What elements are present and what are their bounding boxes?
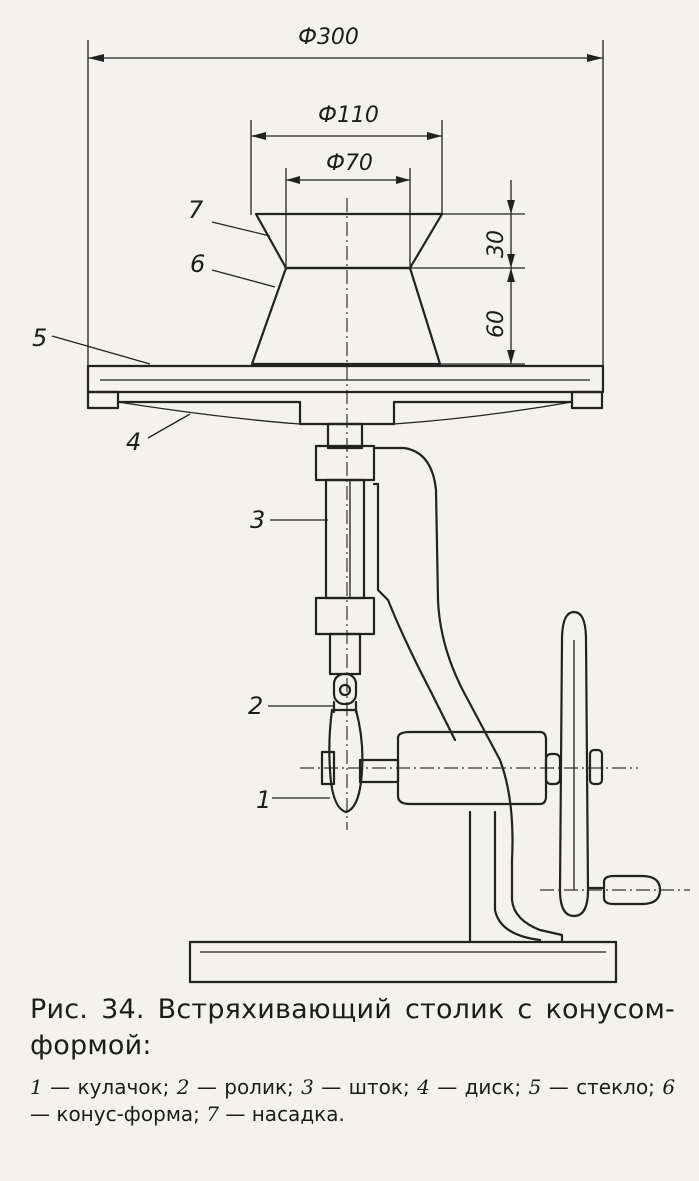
part-labels: 7 6 5 4 3 2 1 <box>32 196 334 814</box>
caption-title: Рис. 34. Встряхивающий столик с конусом-… <box>30 994 675 1061</box>
label-4: 4 <box>126 428 141 456</box>
legend-item: 6 — конус-форма; <box>30 1075 676 1126</box>
label-1: 1 <box>256 786 271 814</box>
legend-item: 1 — кулачок; <box>30 1075 170 1099</box>
legend-item: 2 — ролик; <box>176 1075 294 1099</box>
cone-form-part <box>250 266 442 366</box>
glass-plate <box>86 364 605 394</box>
frame-bracket <box>372 446 564 944</box>
dimension-d110: Ф110 <box>250 103 443 215</box>
legend-item: 7 — насадка. <box>206 1102 345 1126</box>
figure-caption: Рис. 34. Встряхивающий столик с конусом-… <box>30 992 675 1128</box>
dimension-h30-text: 30 <box>484 230 509 258</box>
legend-item: 5 — стекло; <box>528 1075 655 1099</box>
dimension-h60-text: 60 <box>484 310 509 338</box>
dimension-d300-text: Ф300 <box>298 25 359 50</box>
nozzle-part <box>254 212 444 270</box>
legend-item: 4 — диск; <box>417 1075 522 1099</box>
shaking-table-drawing: Ф300 Ф110 Ф70 30 60 <box>32 25 690 984</box>
roller-part <box>332 672 358 714</box>
dimension-d70-text: Ф70 <box>326 151 373 176</box>
label-2: 2 <box>248 692 263 720</box>
handwheel <box>540 610 690 918</box>
dimension-d70: Ф70 <box>285 151 411 270</box>
cam-part <box>320 708 364 814</box>
label-5: 5 <box>32 324 47 352</box>
caption-legend: 1 — кулачок; 2 — ролик; 3 — шток; 4 — ди… <box>30 1074 675 1128</box>
base-plate <box>188 940 618 984</box>
label-3: 3 <box>250 506 265 534</box>
glass-support-right <box>570 390 604 410</box>
rod-part <box>314 422 376 676</box>
dimension-heights: 30 60 <box>410 180 525 365</box>
legend-item: 3 — шток; <box>301 1075 410 1099</box>
dimension-d300: Ф300 <box>87 25 604 370</box>
glass-support-left <box>86 390 120 410</box>
label-6: 6 <box>190 250 205 278</box>
dimension-d110-text: Ф110 <box>318 103 379 128</box>
label-7: 7 <box>188 196 204 224</box>
